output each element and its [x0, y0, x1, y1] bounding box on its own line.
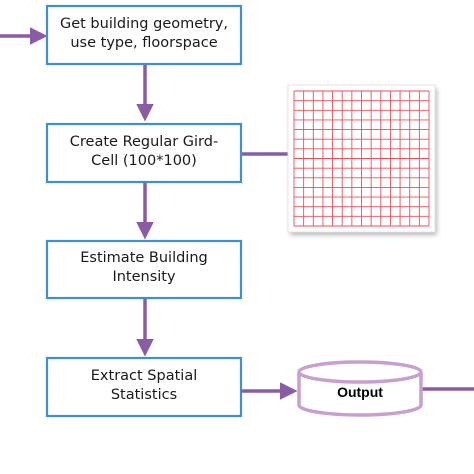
- step-box-extract-statistics: Extract Spatial Statistics: [45, 356, 243, 418]
- step-box-estimate-intensity-line2: Intensity: [112, 269, 176, 285]
- step-box-create-grid-line2: Cell (100*100): [91, 153, 197, 169]
- step-box-estimate-intensity: Estimate Building Intensity: [45, 239, 243, 300]
- step-box-extract-statistics-line1: Extract Spatial: [91, 368, 197, 384]
- step-box-get-geometry-line2: use type, floorspace: [70, 35, 217, 51]
- step-box-extract-statistics-line2: Statistics: [111, 387, 177, 403]
- grid-lines: [293, 90, 430, 227]
- grid-cell-image: [287, 84, 436, 233]
- step-box-create-grid: Create Regular Gird- Cell (100*100): [45, 122, 243, 184]
- output-cylinder: Output: [297, 360, 423, 417]
- output-label: Output: [337, 384, 383, 400]
- step-box-estimate-intensity-line1: Estimate Building: [80, 250, 207, 266]
- step-box-create-grid-line1: Create Regular Gird-: [70, 134, 218, 150]
- step-box-get-geometry-line1: Get building geometry,: [60, 16, 228, 32]
- step-box-get-geometry: Get building geometry, use type, floorsp…: [45, 4, 243, 66]
